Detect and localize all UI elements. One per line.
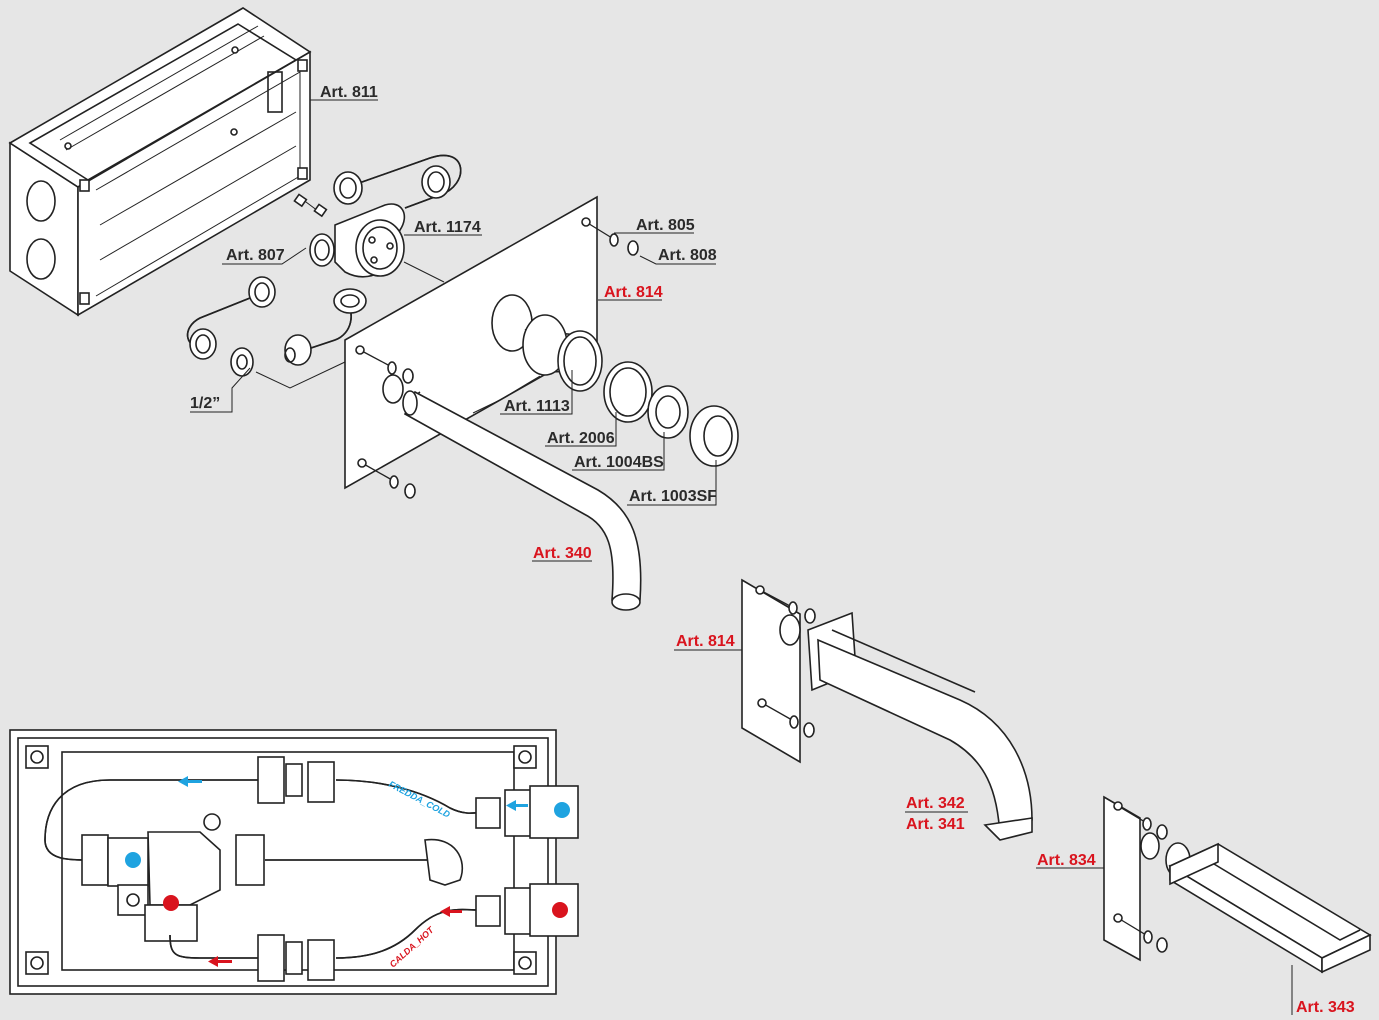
spout-cascade bbox=[1165, 842, 1372, 974]
sleeves-rings bbox=[491, 294, 739, 467]
label-art-2006: Art. 2006 bbox=[547, 430, 615, 447]
flow-arrow-cold-top bbox=[178, 776, 202, 787]
spout-square bbox=[807, 611, 1033, 841]
piping-top-view: FREDDA_COLD CALDA_HOT bbox=[9, 729, 579, 995]
hot-inlet-dot bbox=[552, 902, 568, 918]
label-art-1004bs: Art. 1004BS bbox=[574, 454, 664, 471]
label-art-814-mid: Art. 814 bbox=[676, 633, 735, 650]
flow-arrow-cold-inlet bbox=[506, 800, 528, 811]
labels: Art. 811 Art. 807 Art. 1174 Art. 805 Art… bbox=[190, 84, 1355, 1016]
label-art-342: Art. 342 bbox=[906, 795, 965, 812]
label-art-1174: Art. 1174 bbox=[414, 219, 481, 236]
label-art-340: Art. 340 bbox=[533, 545, 592, 562]
built-in-box bbox=[8, 7, 312, 317]
label-art-805: Art. 805 bbox=[636, 217, 695, 234]
label-art-807: Art. 807 bbox=[226, 247, 285, 264]
label-art-808: Art. 808 bbox=[658, 247, 717, 264]
label-art-343: Art. 343 bbox=[1296, 999, 1355, 1015]
flow-arrow-hot-inlet bbox=[440, 906, 462, 917]
label-art-1003sf: Art. 1003SF bbox=[629, 488, 717, 505]
label-art-834: Art. 834 bbox=[1037, 852, 1096, 869]
wall-plate-mid bbox=[741, 578, 816, 764]
label-art-814-top: Art. 814 bbox=[604, 284, 663, 301]
box-corner-screws bbox=[25, 745, 537, 975]
cold-inlet-dot bbox=[554, 802, 570, 818]
hot-mixer-dot bbox=[163, 895, 179, 911]
label-half-inch: 1/2” bbox=[190, 395, 220, 412]
leader-lines bbox=[190, 99, 1293, 1015]
label-art-811: Art. 811 bbox=[320, 84, 378, 101]
wall-plate-cascade bbox=[1103, 795, 1168, 962]
mixer-body bbox=[186, 154, 462, 377]
screws-top bbox=[355, 217, 639, 499]
label-art-341: Art. 341 bbox=[906, 816, 965, 833]
cold-mixer-dot bbox=[125, 852, 141, 868]
spout-round bbox=[402, 390, 642, 611]
flow-arrow-hot-bottom bbox=[208, 956, 232, 967]
label-art-1113: Art. 1113 bbox=[504, 398, 570, 415]
